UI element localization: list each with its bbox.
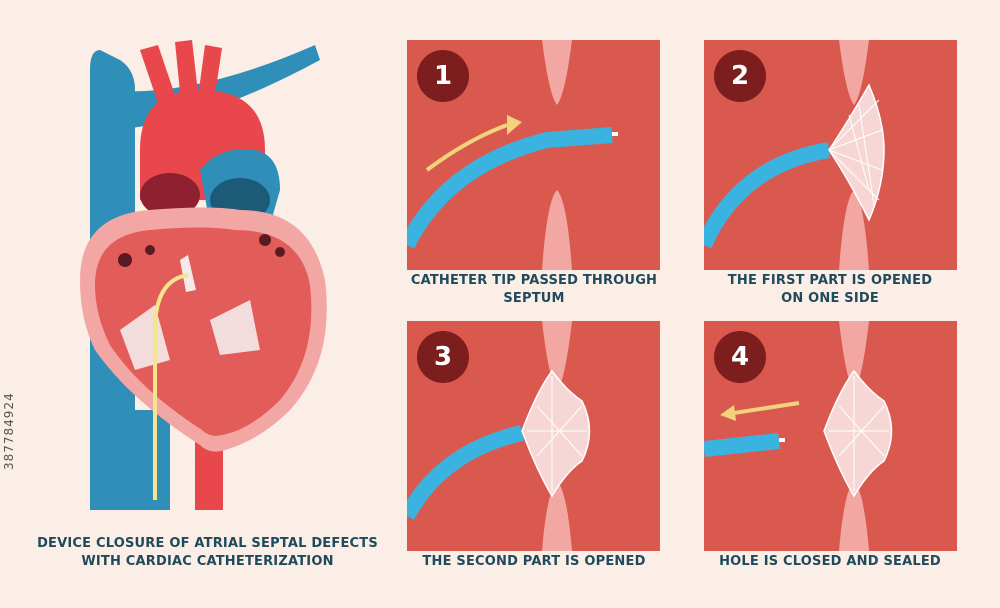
stock-id: 387784924 (2, 392, 16, 470)
heart-illustration (40, 30, 370, 520)
direction-arrow (733, 401, 800, 415)
catheter-line (153, 273, 189, 500)
step-2-caption: THE FIRST PART IS OPENED ON ONE SIDE (700, 272, 960, 308)
catheter (704, 142, 831, 249)
step-2-caption-line-1: THE FIRST PART IS OPENED (727, 273, 933, 288)
step-4-panel: 4 (704, 321, 957, 551)
inferior-vena-cava (130, 410, 170, 510)
step-3-caption: THE SECOND PART IS OPENED (404, 553, 664, 571)
occluder-device (521, 369, 591, 498)
step-2-caption-line-2: ON ONE SIDE (781, 291, 879, 306)
heart-chambers (95, 227, 312, 436)
step-4-badge: 4 (714, 331, 766, 383)
septum-top (542, 40, 572, 105)
step-3-caption-line-1: THE SECOND PART IS OPENED (422, 554, 646, 569)
withdrawn-catheter (704, 433, 780, 457)
step-2-badge: 2 (714, 50, 766, 102)
diagram-title: DEVICE CLOSURE OF ATRIAL SEPTAL DEFECTS … (30, 535, 385, 571)
step-1-caption-line-2: SEPTUM (503, 291, 565, 306)
septum-bottom (839, 190, 869, 270)
step-3-panel: 3 (407, 321, 660, 551)
septum (542, 321, 572, 551)
title-line-1: DEVICE CLOSURE OF ATRIAL SEPTAL DEFECTS (37, 536, 378, 551)
step-1-caption: CATHETER TIP PASSED THROUGH SEPTUM (404, 272, 664, 308)
catheter (407, 127, 613, 249)
septum-bottom (542, 190, 572, 270)
step-1-panel: 1 (407, 40, 660, 270)
occluder-disc (828, 83, 885, 222)
step-2-panel: 2 (704, 40, 957, 270)
step-1-caption-line-1: CATHETER TIP PASSED THROUGH (410, 273, 658, 288)
occluder-device (823, 369, 893, 498)
title-line-2: WITH CARDIAC CATHETERIZATION (81, 554, 334, 569)
step-4-caption-line-1: HOLE IS CLOSED AND SEALED (719, 554, 941, 569)
aorta-opening (140, 173, 200, 217)
step-1-badge: 1 (417, 50, 469, 102)
direction-arrow (425, 123, 508, 172)
septum (839, 321, 869, 551)
step-3-badge: 3 (417, 331, 469, 383)
step-4-caption: HOLE IS CLOSED AND SEALED (700, 553, 960, 571)
catheter (407, 425, 524, 520)
septum-top (839, 40, 869, 105)
